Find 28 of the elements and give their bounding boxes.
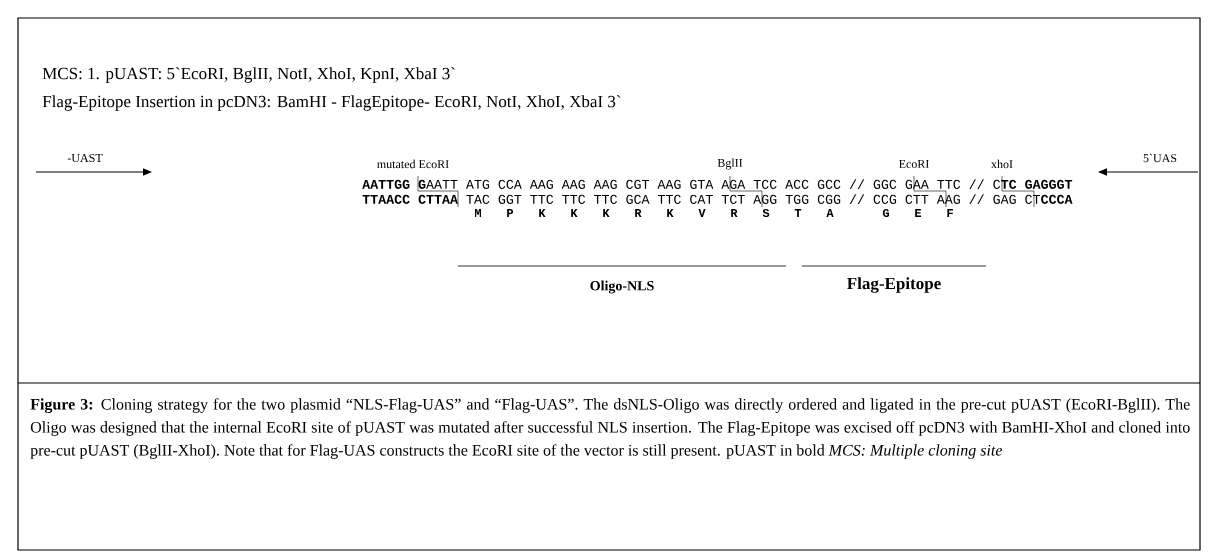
amino-acid-letter: K [571, 209, 578, 217]
sequence-text: AATTGG GAATT ATG CCA AAG AAG AAG CGT AAG GTA AGA TCC ACC GCC // GGC GAA TTC // CTC GAGGGT [362, 179, 1073, 189]
arrow-label: -UAST [67, 153, 103, 163]
amino-acid-letter: K [603, 209, 610, 217]
amino-acid-letter: M [475, 209, 481, 217]
amino-acid-letter: S [762, 208, 770, 218]
amino-acid-letter: K [539, 209, 546, 217]
amino-acid-letter: R [635, 209, 642, 217]
site-label: BglII [717, 158, 743, 170]
heading-text: MCS: 1. pUAST: 5`EcoRI, BglII, NotI, XhoI, KpnI, XbaI 3` [42, 67, 455, 83]
amino-acid-letter: F [947, 209, 953, 217]
heading-text: Flag-Epitope Insertion in pcDN3: BamHI - FlagEpitope- EcoRI, NotI, XhoI, XbaI 3` [42, 95, 621, 111]
segment-label: Flag-Epitope [847, 277, 941, 293]
amino-acid-letter: P [507, 209, 514, 217]
caption-text: Figure 3: Cloning strategy for the two plasmid “NLS-Flag-UAS” and “Flag-UAS”. The dsNLS-Oligo was directly ordered and ligated in the pre-cut pUAST (EcoRI-BglII). The Oligo was designed that the internal EcoRI site of pUAST was mutated after successful NLS insertion. The Flag-Epitope was excised off pcDN3 with BamHI-XhoI and cloned into pre-cut pUAST (BglII-XhoI). Note that for Flag-UAS constructs the EcoRI site of the vector is still present. pUAST in bold MCS: Multiple cloning site [30, 398, 1190, 459]
amino-acid-letter: E [915, 209, 922, 217]
amino-acid-letter: G [882, 208, 889, 218]
amino-acid-letter: T [794, 209, 802, 217]
amino-acid-letter: V [698, 209, 706, 217]
amino-acid-letter: R [731, 209, 738, 217]
site-label: EcoRI [899, 160, 929, 168]
amino-acid-letter: A [826, 209, 834, 217]
amino-acid-letter: K [667, 209, 674, 217]
arrow-label: 5`UAS [1143, 153, 1177, 163]
site-label: xhoI [991, 159, 1013, 169]
sequence-text: TTAACC CTTAA TAC GGT TTC TTC TTC GCA TTC CAT TCT AGG TGG CGG // CCG CTT AAG // GAG CTCCCA [362, 194, 1073, 204]
site-label: mutated EcoRI [377, 159, 449, 169]
segment-label: Oligo-NLS [590, 280, 654, 294]
